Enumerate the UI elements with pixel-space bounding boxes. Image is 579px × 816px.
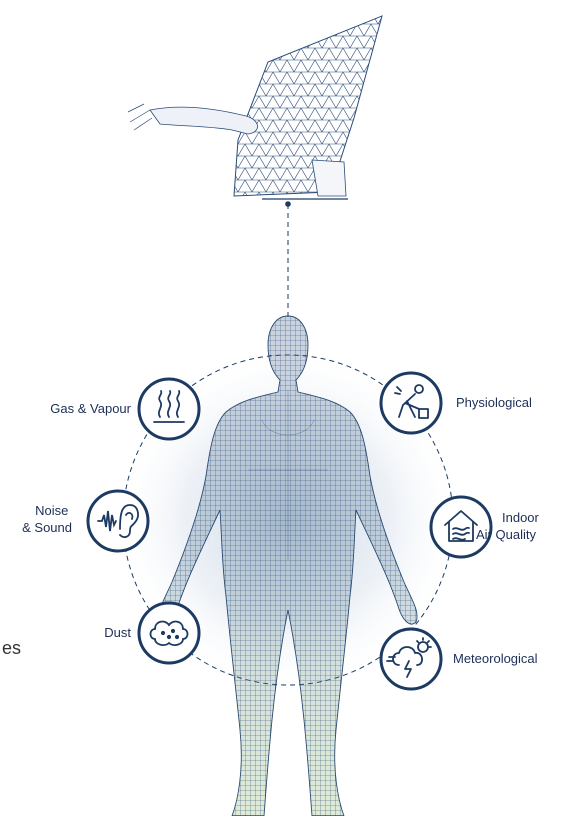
icon-badge-gas (139, 379, 199, 439)
icon-badge-dust (139, 603, 199, 663)
icon-badge-physio (381, 373, 441, 433)
icon-badge-noise (88, 491, 148, 551)
label-meteo: Meteorological (453, 651, 538, 666)
cutoff-text: es (2, 638, 21, 658)
label-gas: Gas & Vapour (50, 401, 131, 416)
connector-dot (285, 201, 291, 207)
icon-badge-meteo (381, 629, 441, 689)
label-physio: Physiological (456, 395, 532, 410)
label-dust: Dust (104, 625, 131, 640)
label-noise: Noise & Sound (22, 503, 72, 535)
wireframe-device (128, 10, 390, 200)
